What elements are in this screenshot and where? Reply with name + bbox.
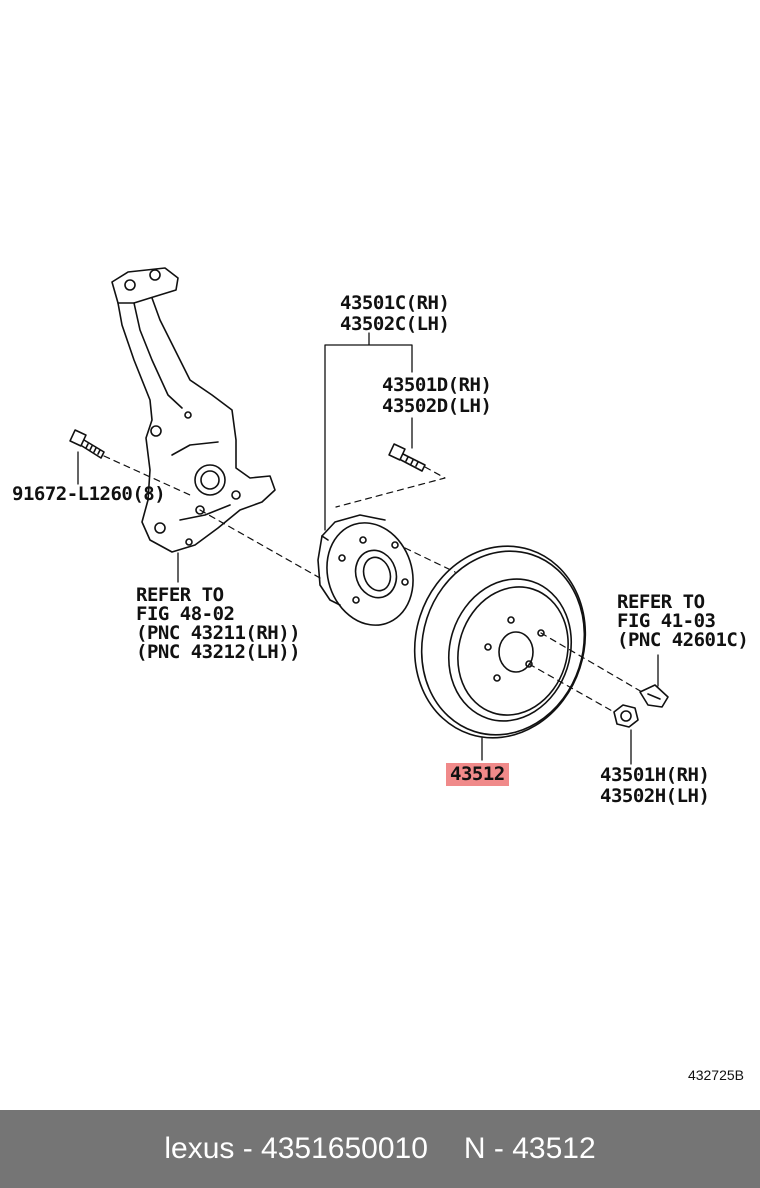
label-nut-rh: 43501H(RH) (600, 764, 710, 786)
label-hub-lh: 43502C(LH) (340, 313, 450, 335)
steering-knuckle (111, 267, 276, 553)
label-bolt-lh: 43502D(LH) (382, 395, 492, 417)
brake-disc (413, 545, 587, 739)
hub-bearing (317, 514, 414, 626)
wheel-stud (639, 684, 669, 708)
dashed-lines (103, 455, 643, 713)
label-disc-highlighted[interactable]: 43512 (446, 763, 509, 786)
diagram-code: 432725B (687, 1067, 744, 1083)
label-knuckle-bolt: 91672-L1260(8) (12, 483, 166, 505)
footer-part: N - 43512 (463, 1132, 596, 1165)
label-nut-lh: 43502H(LH) (600, 785, 710, 807)
footer-brand: lexus - 4351650010 (164, 1132, 428, 1165)
label-refer-knuckle-1: REFER TO (136, 584, 224, 606)
label-refer-knuckle-3: (PNC 43211(RH)) (136, 622, 301, 644)
label-bolt-rh: 43501D(RH) (382, 374, 492, 396)
label-hub-rh: 43501C(RH) (340, 292, 450, 314)
footer-bar: lexus - 4351650010 N - 43512 (0, 1110, 760, 1188)
label-refer-nut-2: FIG 41-03 (617, 610, 716, 632)
parts-diagram (69, 267, 669, 765)
wheel-nut (613, 704, 639, 728)
knuckle-bolt (69, 429, 105, 459)
label-refer-nut-3: (PNC 42601C) (617, 629, 749, 651)
hub-bolt (388, 443, 426, 472)
leader-lines (77, 332, 659, 765)
label-refer-nut-1: REFER TO (617, 591, 705, 613)
label-refer-knuckle-4: (PNC 43212(LH)) (136, 641, 301, 663)
label-refer-knuckle-2: FIG 48-02 (136, 603, 235, 625)
